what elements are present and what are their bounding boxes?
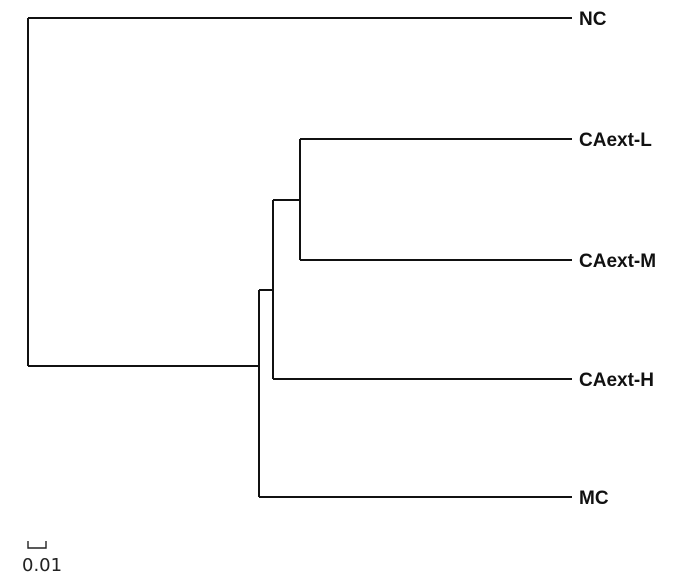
scale-bar [27,541,47,549]
leaf-label-nc: NC [579,9,607,30]
leaf-label-caext-m: CAext-M [579,251,656,272]
leaf-label-caext-h: CAext-H [579,370,654,391]
leaf-label-caext-l: CAext-L [579,130,652,151]
leaf-label-mc: MC [579,488,609,509]
scale-bar-label: 0.01 [22,555,62,576]
